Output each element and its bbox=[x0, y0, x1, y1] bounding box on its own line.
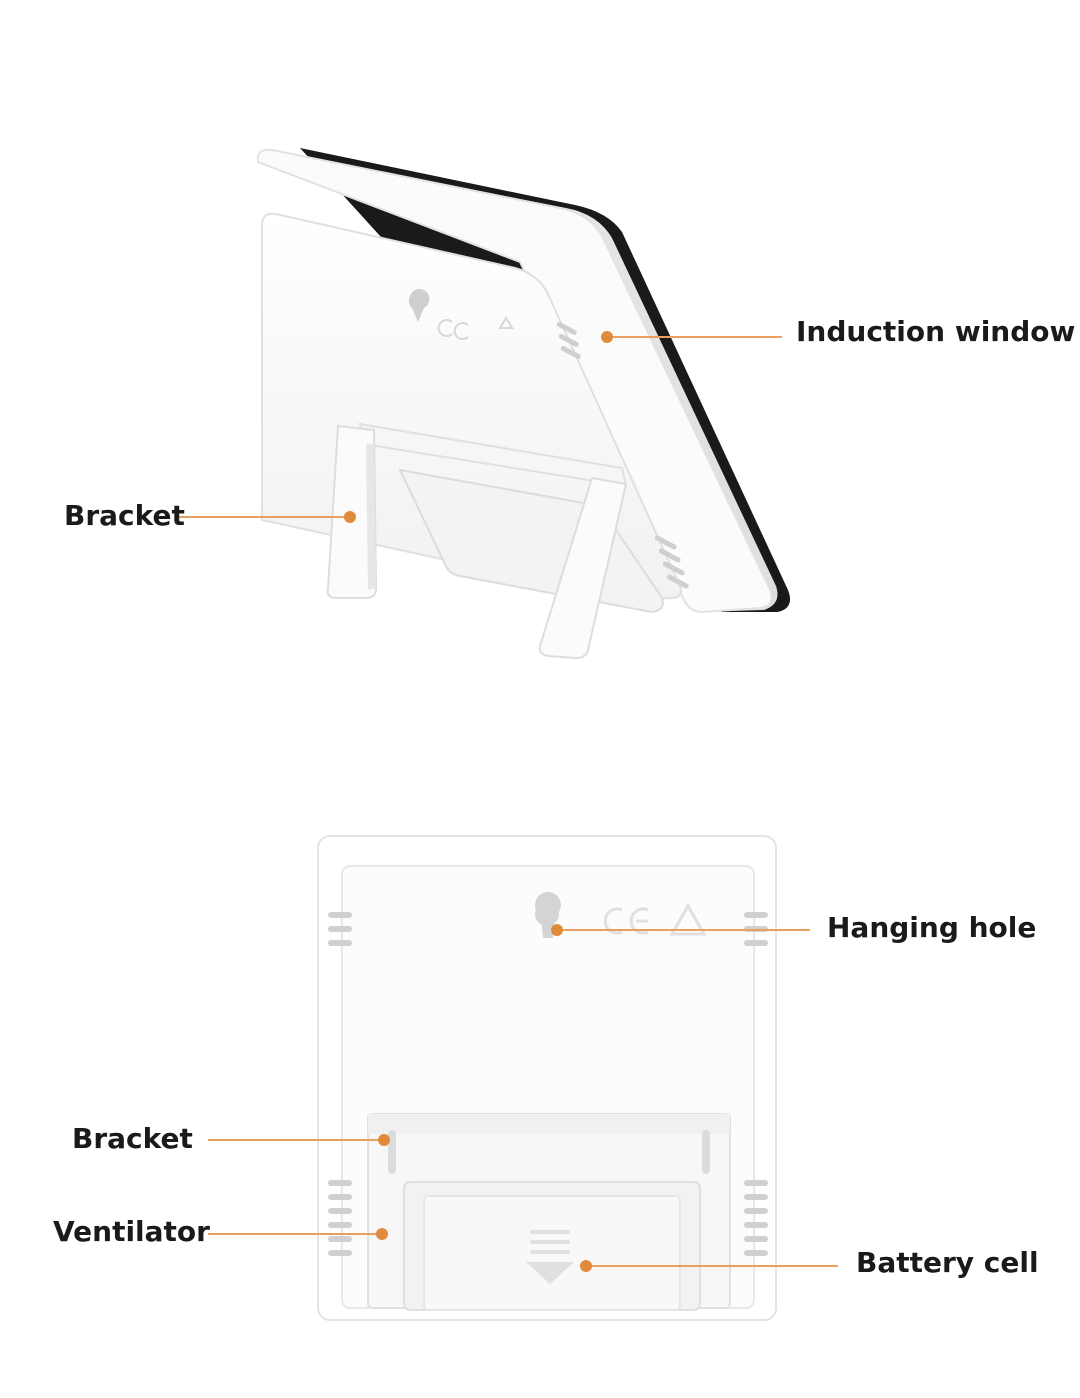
side-vents-bottom bbox=[654, 535, 689, 589]
device-back-frame bbox=[256, 148, 773, 614]
callout-battery-cell: Battery cell bbox=[856, 1246, 1039, 1279]
stand-bracket-angled bbox=[326, 422, 628, 660]
callout-hanging-hole: Hanging hole bbox=[827, 911, 1037, 944]
slide-arrow-icon bbox=[526, 1230, 574, 1284]
vents-left-bottom bbox=[328, 1180, 352, 1256]
dot-hanging bbox=[551, 924, 563, 936]
dot-bracket-top bbox=[344, 511, 356, 523]
callout-ventilator: Ventilator bbox=[53, 1215, 210, 1248]
device-back-view bbox=[317, 835, 777, 1321]
leader-lines bbox=[176, 336, 838, 1267]
callout-bracket-bottom: Bracket bbox=[72, 1122, 193, 1155]
leader-dots bbox=[344, 331, 613, 1272]
vents-right-bottom bbox=[744, 1180, 768, 1256]
hanging-hole-angled bbox=[408, 289, 430, 322]
dot-induction bbox=[601, 331, 613, 343]
vents-left-top bbox=[328, 912, 352, 946]
dot-bracket-bottom bbox=[378, 1134, 390, 1146]
dot-ventilator bbox=[376, 1228, 388, 1240]
callout-bracket-top: Bracket bbox=[64, 499, 185, 532]
certification-marks bbox=[603, 902, 707, 936]
callout-induction-window: Induction window bbox=[796, 315, 1076, 348]
device-angled-view bbox=[256, 148, 791, 660]
dot-battery bbox=[580, 1260, 592, 1272]
side-vents-top bbox=[556, 321, 581, 359]
